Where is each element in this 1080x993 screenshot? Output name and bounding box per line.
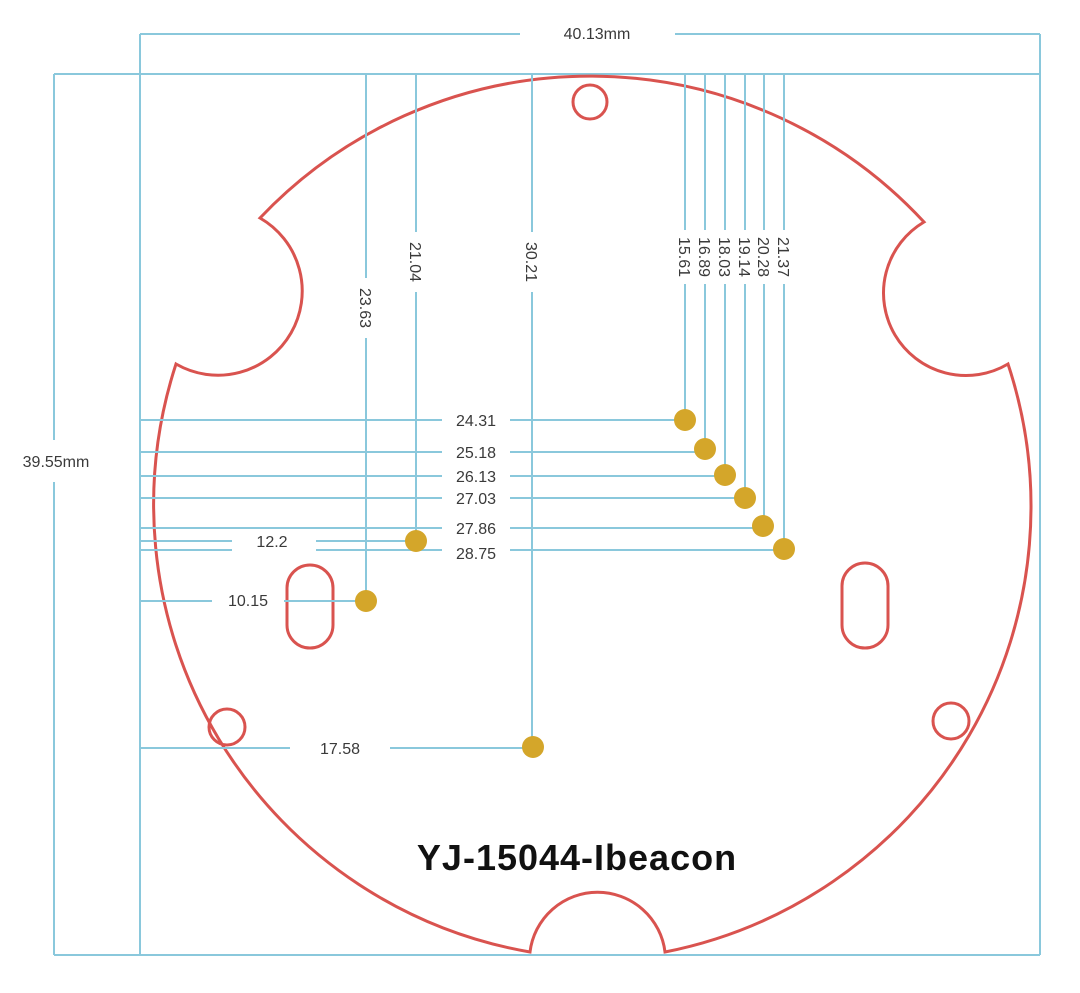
pad-27-03 [734, 487, 756, 509]
solder-pads [355, 409, 795, 758]
vdim-label: 21.04 [406, 242, 423, 282]
hdim-label: 17.58 [320, 741, 360, 758]
hdim-label: 25.18 [456, 445, 496, 462]
pad-12-2 [405, 530, 427, 552]
vdim-label: 21.37 [774, 237, 791, 277]
pad-26-13 [714, 464, 736, 486]
hdim-label: 24.31 [456, 413, 496, 430]
mounting-hole-top [571, 83, 609, 121]
hdim-label: 28.75 [456, 546, 496, 563]
vdim-label: 30.21 [522, 242, 539, 282]
mounting-hole-left [207, 707, 247, 747]
hdim-label: 26.13 [456, 469, 496, 486]
overall-dimension-lines [53, 33, 1041, 956]
pad-28-75 [773, 538, 795, 560]
pad-17-58 [522, 736, 544, 758]
hdim-label: 10.15 [228, 593, 268, 610]
board-outline [152, 74, 1033, 954]
vertical-dimension-lines [365, 74, 785, 747]
vertical-dimension-labels: 23.63 21.04 30.21 15.61 16.89 18.03 19.1… [355, 230, 793, 338]
mounting-hole-right [931, 701, 971, 741]
overall-width-label: 40.13mm [564, 26, 631, 43]
pad-10-15 [355, 590, 377, 612]
horizontal-dimension-labels: 24.31 25.18 26.13 27.03 27.86 28.75 12.2… [212, 410, 510, 759]
overall-height-label: 39.55mm [23, 454, 90, 471]
hdim-label: 12.2 [256, 534, 287, 551]
vdim-label: 15.61 [675, 237, 692, 277]
vdim-label: 16.89 [695, 237, 712, 277]
board-edge [152, 74, 1033, 954]
vdim-label: 19.14 [735, 237, 752, 277]
hdim-label: 27.03 [456, 491, 496, 508]
pad-27-86 [752, 515, 774, 537]
slot-right [840, 561, 890, 650]
pad-24-31 [674, 409, 696, 431]
pad-25-18 [694, 438, 716, 460]
vdim-label: 20.28 [754, 237, 771, 277]
model-title: YJ-15044-Ibeacon [417, 837, 737, 878]
vdim-label: 18.03 [715, 237, 732, 277]
hdim-label: 27.86 [456, 521, 496, 538]
vdim-label: 23.63 [356, 288, 373, 328]
slot-left [285, 563, 335, 650]
